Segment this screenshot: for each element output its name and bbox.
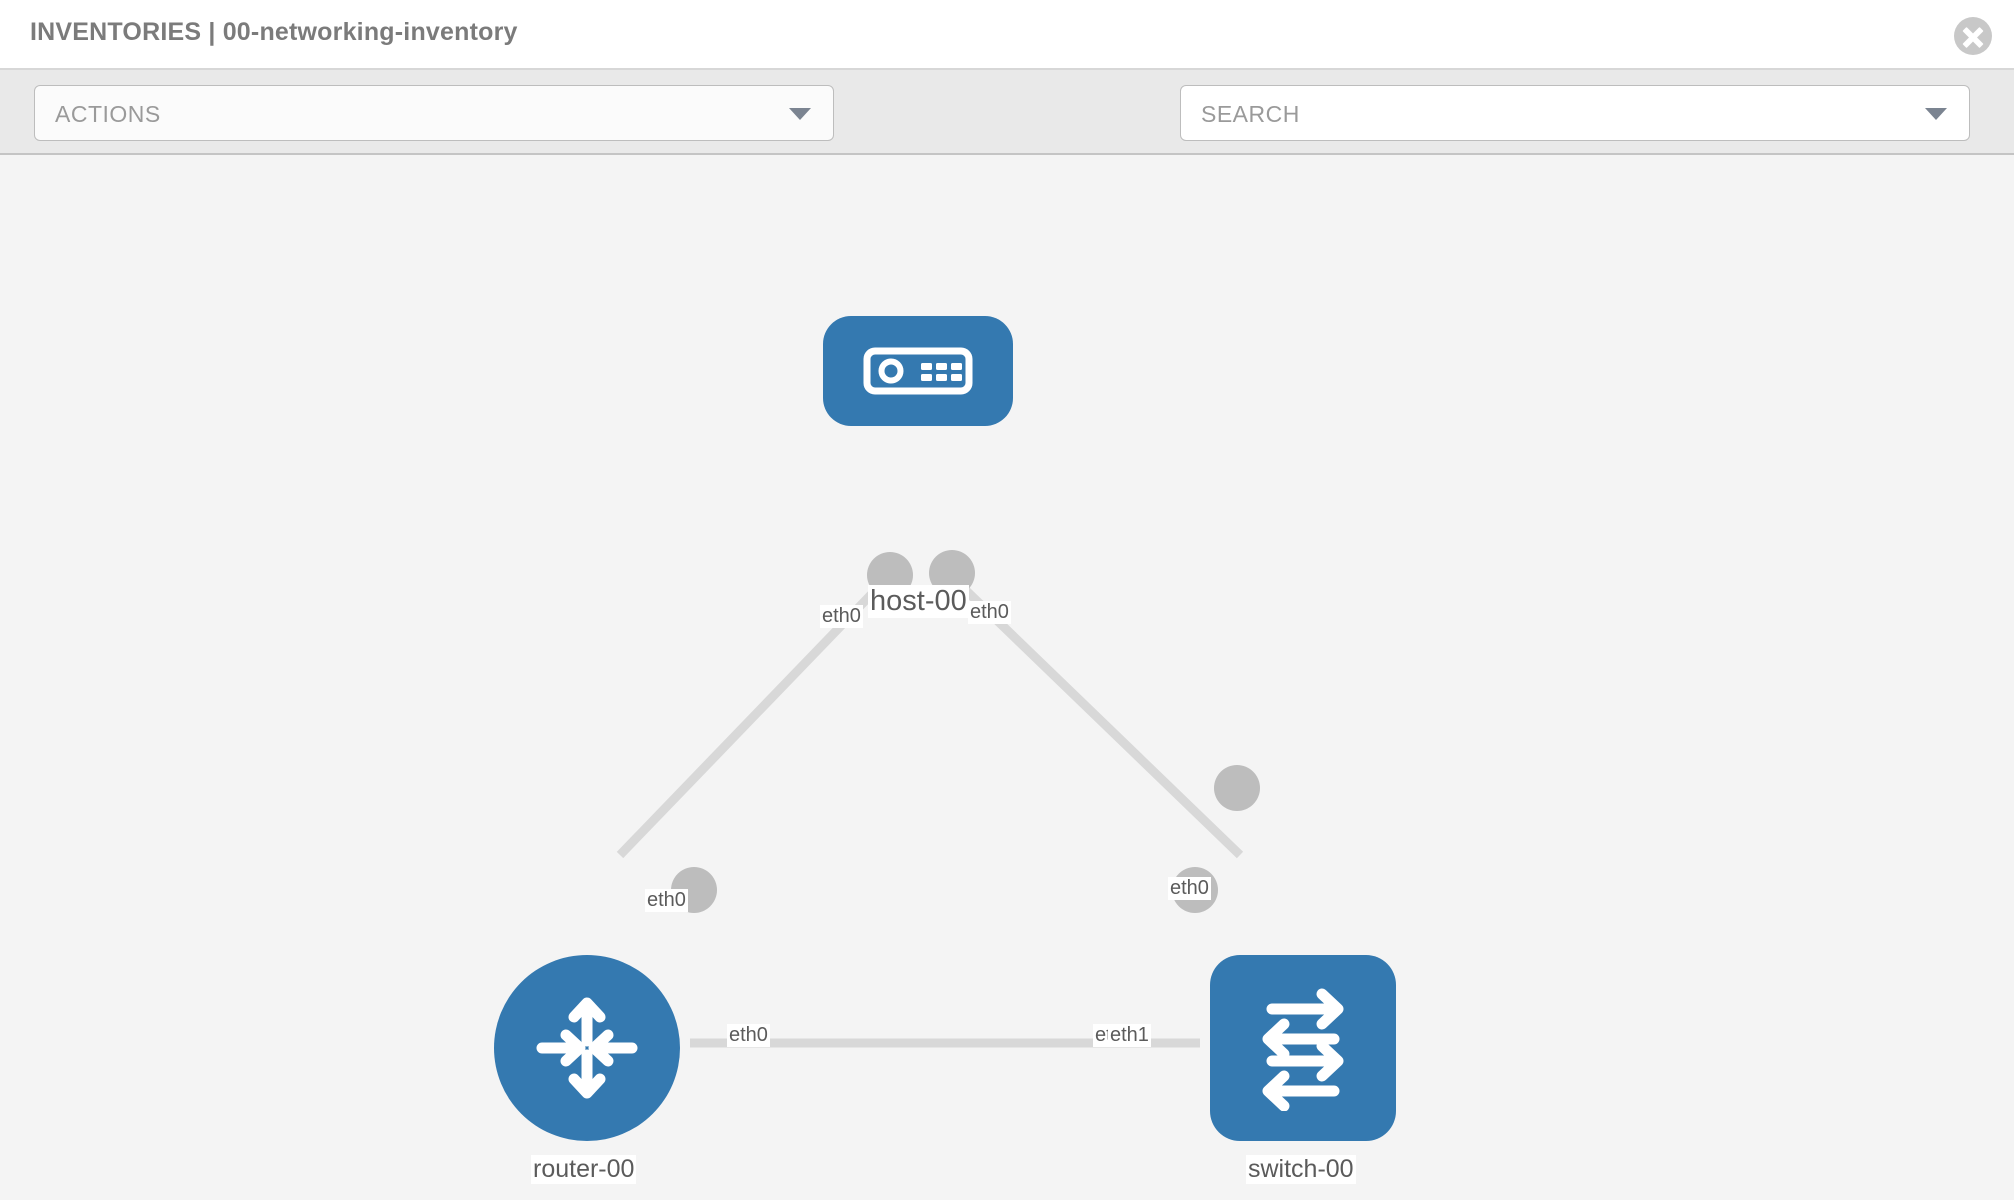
host-node-shape[interactable] [823, 316, 1013, 426]
toolbar: ACTIONS SEARCH [0, 70, 2014, 198]
node-label-switch: switch-00 [1246, 1155, 1356, 1184]
edge-label-switch-up: eth0 [1168, 877, 1211, 900]
port-connector[interactable] [1214, 765, 1260, 811]
edge-label-host-left: eth0 [820, 605, 863, 628]
actions-dropdown[interactable]: ACTIONS [34, 85, 834, 141]
close-icon [1962, 27, 1984, 48]
router-node-shape[interactable] [494, 955, 680, 1141]
search-input[interactable]: SEARCH [1180, 85, 1970, 141]
router-arrows-icon [536, 997, 638, 1099]
switch-arrows-icon [1262, 988, 1344, 1111]
search-input-value: SEARCH [1201, 101, 1300, 127]
edge-label-router-up: eth0 [645, 889, 688, 912]
page-title: INVENTORIES | 00-networking-inventory [30, 18, 518, 46]
topology-graph [616, 550, 1260, 1048]
server-icon [863, 347, 973, 395]
edge-label-router-right: eth0 [727, 1024, 770, 1047]
port-connector[interactable] [929, 550, 975, 596]
topology-canvas[interactable]: host-00 router-00 [0, 155, 2014, 1200]
node-label-host: host-00 [868, 585, 969, 618]
page-header: INVENTORIES | 00-networking-inventory [0, 0, 2014, 70]
close-button[interactable] [1954, 17, 1992, 55]
actions-dropdown-label: ACTIONS [55, 101, 161, 127]
chevron-down-icon [789, 108, 811, 120]
switch-node-shape[interactable] [1210, 955, 1396, 1141]
chevron-down-icon[interactable] [1925, 108, 1947, 120]
edge-label-host-right: eth0 [968, 601, 1011, 624]
edge-label-switch-left: eth1 [1108, 1024, 1151, 1047]
node-label-router: router-00 [531, 1155, 637, 1184]
